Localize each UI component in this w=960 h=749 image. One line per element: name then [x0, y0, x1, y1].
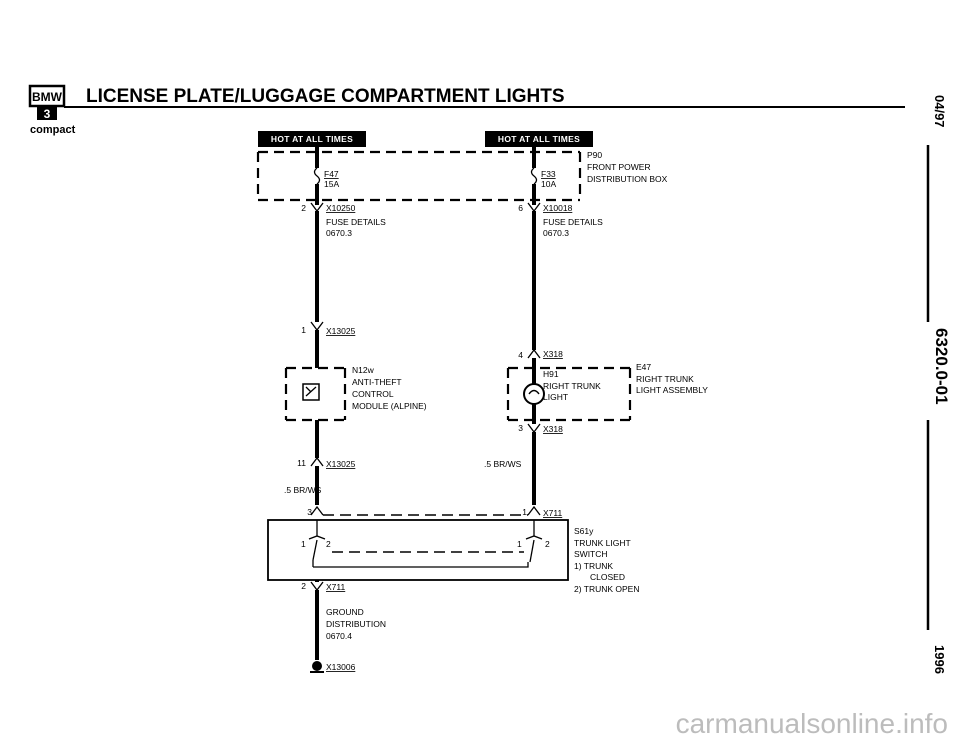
- right-lower-circuit: 3 X318 .5 BR/WS 1 X711: [484, 420, 563, 518]
- switch-note1b: CLOSED: [590, 572, 625, 582]
- ground-dist-line3: 0670.4: [326, 631, 352, 641]
- switch-right-pin: 1: [522, 507, 527, 517]
- connector-x318-top-pin: 4: [518, 350, 523, 360]
- hot-label-right-text: HOT AT ALL TIMES: [498, 134, 580, 144]
- ground-dist-line2: DISTRIBUTION: [326, 619, 386, 629]
- fuse-f47-rating: 15A: [324, 179, 339, 189]
- switch-left-pos2: 2: [326, 539, 331, 549]
- connector-x711-bottom-symbol: [310, 581, 324, 592]
- n12w-line2: CONTROL: [352, 389, 394, 399]
- switch-left-pin: 3: [307, 507, 312, 517]
- side-year: 1996: [932, 645, 947, 674]
- page-title: LICENSE PLATE/LUGGAGE COMPARTMENT LIGHTS: [86, 86, 565, 107]
- fuse-f47-id: F47: [324, 169, 339, 179]
- switch-right-pos2: 2: [545, 539, 550, 549]
- p90-id: P90: [587, 150, 602, 160]
- hot-label-left: HOT AT ALL TIMES: [258, 131, 366, 147]
- h91-id: H91: [543, 369, 559, 379]
- n12w-id: N12w: [352, 365, 375, 375]
- connector-x13025-low-pin: 11: [297, 458, 306, 468]
- h91-line1: RIGHT TRUNK: [543, 381, 601, 391]
- hot-label-left-text: HOT AT ALL TIMES: [271, 134, 353, 144]
- connector-x318-top-symbol: [527, 348, 541, 359]
- fuse-details-right-2: 0670.3: [543, 228, 569, 238]
- connector-x711-id: X711: [543, 508, 562, 518]
- right-circuit: F33 10A 6 X10018 FUSE DETAILS 0670.3 4 X…: [518, 147, 603, 368]
- switch-line2: SWITCH: [574, 549, 608, 559]
- module-icon: [302, 383, 320, 401]
- connector-x13025-low-symbol: [310, 456, 324, 467]
- fuse-f33-symbol: [530, 167, 538, 185]
- logo-top-text: BMW: [32, 90, 63, 104]
- p90-line2: DISTRIBUTION BOX: [587, 174, 668, 184]
- hot-label-right: HOT AT ALL TIMES: [485, 131, 593, 147]
- fuse-f33-rating: 10A: [541, 179, 556, 189]
- e47-id: E47: [636, 362, 651, 372]
- e47-line2: LIGHT ASSEMBLY: [636, 385, 708, 395]
- logo-bottom-text: 3: [44, 107, 51, 121]
- connector-x10250-id: X10250: [326, 203, 356, 213]
- left-lower-circuit: 11 X13025 .5 BR/WS 3: [284, 420, 356, 517]
- p90-distribution-box: P90 FRONT POWER DISTRIBUTION BOX: [256, 150, 668, 202]
- connector-x711-bottom-pin: 2: [301, 581, 306, 591]
- n12w-line1: ANTI-THEFT: [352, 377, 402, 387]
- side-code: 6320.0-01: [932, 328, 951, 405]
- fuse-details-left-1: FUSE DETAILS: [326, 217, 386, 227]
- n12w-line3: MODULE (ALPINE): [352, 401, 427, 411]
- lamp-icon: [523, 383, 545, 405]
- switch-id: S61y: [574, 526, 594, 536]
- ground-symbol: [312, 661, 322, 671]
- switch-right-pos1: 1: [517, 539, 522, 549]
- connector-x318-bottom-pin: 3: [518, 423, 523, 433]
- connector-x10018-id: X10018: [543, 203, 573, 213]
- connector-x13025-top-id: X13025: [326, 326, 356, 336]
- ground-circuit: 2 X711 GROUND DISTRIBUTION 0670.4 X13006: [301, 580, 386, 673]
- switch-line1: TRUNK LIGHT: [574, 538, 631, 548]
- n12w-module: N12w ANTI-THEFT CONTROL MODULE (ALPINE): [284, 365, 427, 422]
- fuse-f47-symbol: [313, 167, 321, 185]
- wire-color-left: .5 BR/WS: [284, 485, 322, 495]
- bmw-logo: BMW 3 compact: [28, 84, 76, 136]
- connector-x13025-top-symbol: [310, 321, 324, 332]
- fuse-f33-id: F33: [541, 169, 556, 179]
- e47-light-assembly: H91 RIGHT TRUNK LIGHT E47 RIGHT TRUNK LI…: [506, 362, 708, 422]
- watermark: carmanualsonline.info: [676, 708, 948, 739]
- connector-x13025-low-id: X13025: [326, 459, 356, 469]
- side-margin: 04/97 6320.0-01 1996: [926, 95, 951, 674]
- logo-sub-text: compact: [30, 124, 76, 136]
- connector-x318-top-id: X318: [543, 349, 563, 359]
- e47-line1: RIGHT TRUNK: [636, 374, 694, 384]
- left-circuit: F47 15A 2 X10250 FUSE DETAILS 0670.3 1 X…: [301, 147, 386, 368]
- switch-note1: 1) TRUNK: [574, 561, 613, 571]
- connector-x10250-pin: 2: [301, 203, 306, 213]
- ground-dist-line1: GROUND: [326, 607, 364, 617]
- ground-connector-id: X13006: [326, 662, 356, 672]
- switch-note2: 2) TRUNK OPEN: [574, 584, 640, 594]
- connector-x10018-pin: 6: [518, 203, 523, 213]
- h91-line2: LIGHT: [543, 392, 568, 402]
- connector-x13025-top-pin: 1: [301, 325, 306, 335]
- fuse-details-left-2: 0670.3: [326, 228, 352, 238]
- connector-x711-bottom-id: X711: [326, 582, 345, 592]
- connector-x318-bottom-id: X318: [543, 424, 563, 434]
- s61y-switch: 1 2 1 2 S61y TRUNK LIGHT SWITCH 1) TRUNK…: [267, 514, 640, 594]
- fuse-details-right-1: FUSE DETAILS: [543, 217, 603, 227]
- wire-color-right: .5 BR/WS: [484, 459, 522, 469]
- p90-line1: FRONT POWER: [587, 162, 651, 172]
- side-date: 04/97: [932, 95, 947, 128]
- connector-x318-bottom-symbol: [527, 423, 541, 434]
- switch-left-pos1: 1: [301, 539, 306, 549]
